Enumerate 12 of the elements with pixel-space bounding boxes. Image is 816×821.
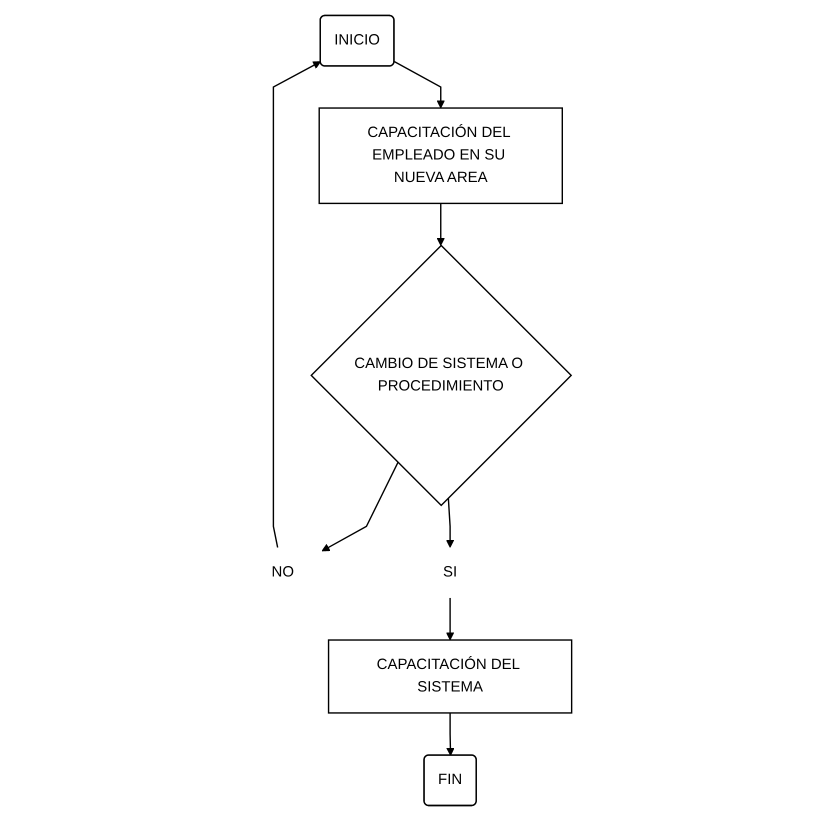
arrow xyxy=(437,203,446,246)
node-box: CAPACITACIÓN DEL SISTEMA xyxy=(328,639,573,714)
arrow xyxy=(446,712,455,756)
arrow xyxy=(394,60,446,108)
arrow xyxy=(446,498,455,548)
arrow xyxy=(446,598,455,640)
node-box: CAPACITACIÓN DEL EMPLEADO EN SU NUEVA AREA xyxy=(318,107,564,204)
node-text: SI xyxy=(443,564,458,580)
node-text: NO xyxy=(272,564,294,580)
node-diamond: CAMBIO DE SISTEMA O PROCEDIMIENTO xyxy=(310,244,573,506)
arrow xyxy=(273,61,322,548)
arrow xyxy=(322,462,399,552)
